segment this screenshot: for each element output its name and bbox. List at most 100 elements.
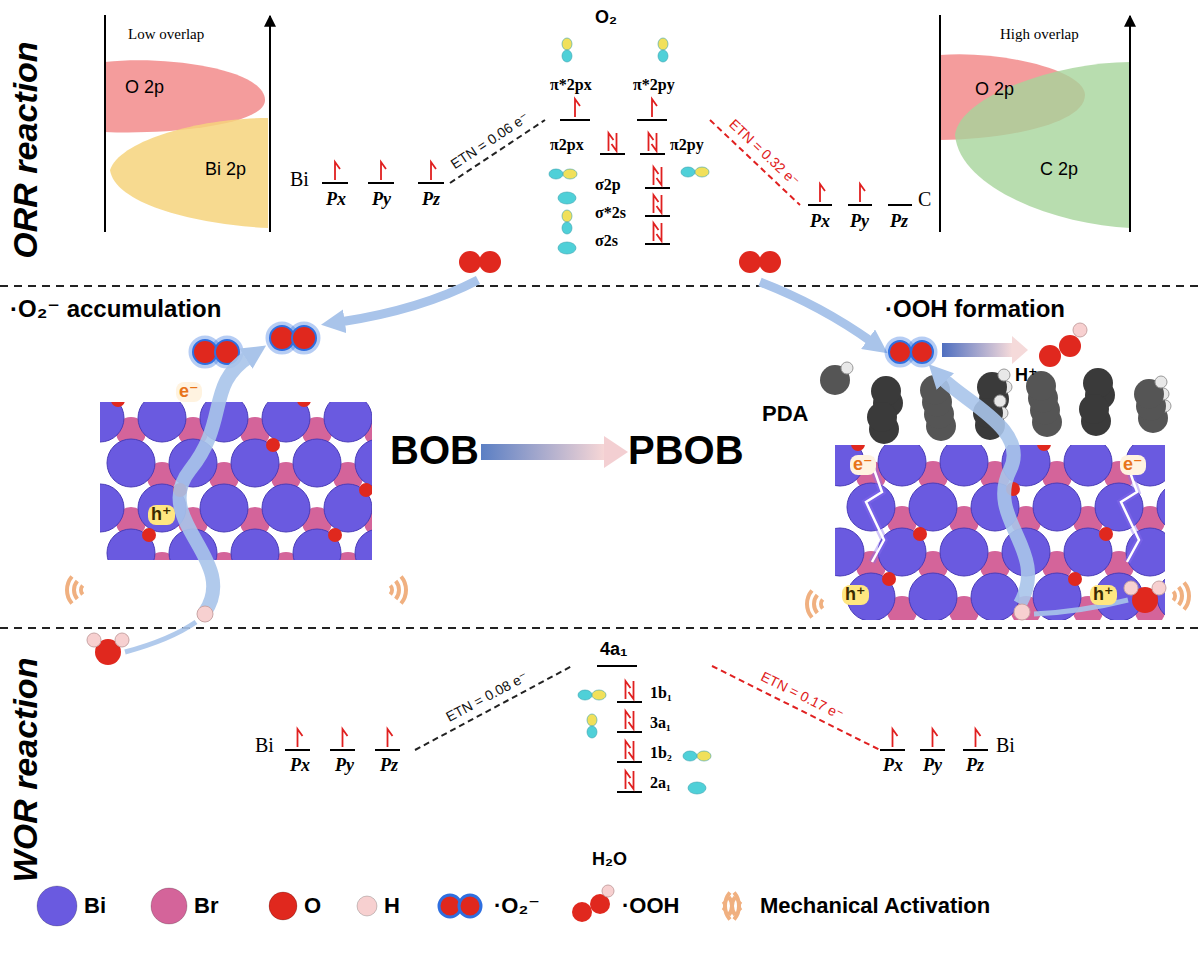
- energy-level: [637, 119, 667, 121]
- orbital-lobe: [587, 714, 597, 726]
- electron-spin: [343, 729, 348, 747]
- electron-spin: [654, 195, 659, 213]
- legend-item: Mechanical Activation: [710, 884, 990, 928]
- electron-spin: [654, 167, 659, 185]
- ooh-formation-arrow: [1073, 323, 1087, 337]
- electron-spin: [626, 741, 631, 759]
- electron-spin: [335, 162, 340, 180]
- charge-carrier: h⁺: [148, 505, 175, 525]
- charge-migration-arrow: [125, 356, 1128, 652]
- orbital-label: Px: [810, 212, 830, 232]
- edge-label: ETN = 0.06 e⁻: [446, 108, 535, 174]
- connector: [712, 666, 880, 750]
- electron-spin: [657, 167, 662, 185]
- energy-level: [617, 701, 642, 703]
- energy-level: [617, 761, 642, 763]
- orbital-lobe: [558, 192, 576, 204]
- bi-atom: [262, 484, 310, 532]
- section-divider: [0, 286, 1200, 628]
- electron-spin: [629, 741, 634, 759]
- electron-spin: [626, 681, 631, 699]
- orbital-label: Px: [326, 190, 346, 210]
- section-title: ORR reaction: [7, 41, 44, 258]
- energy-level: [322, 182, 348, 184]
- section-divider: [0, 627, 1200, 629]
- overlap-chart-high: [1129, 16, 1131, 232]
- legend-swatch: [357, 896, 377, 916]
- transfer-arrow: [760, 282, 872, 342]
- activation-arc: [732, 897, 735, 915]
- activation-arc: [814, 595, 817, 613]
- bi-atom: [293, 529, 341, 560]
- bi-atom: [835, 528, 864, 576]
- orbital-label: π2py: [670, 136, 704, 154]
- orbital-lobe: [578, 690, 592, 700]
- superoxide-radical: [193, 340, 217, 364]
- orbital-label: Bi: [996, 734, 1015, 756]
- bi-atom: [100, 402, 124, 442]
- activation-arc: [396, 581, 399, 599]
- orbital-label: Bi: [290, 168, 309, 190]
- orbital-label: Py: [923, 756, 942, 776]
- pda-carbon: [1079, 394, 1109, 424]
- overlap-chart-low: [105, 15, 270, 232]
- water-molecule: [1014, 604, 1030, 620]
- orbital-lobe: [562, 210, 572, 222]
- activation-arc: [725, 892, 730, 919]
- orbital-set: PxPyPzC: [800, 180, 933, 235]
- superoxide-radical: [889, 341, 911, 363]
- activation-arc: [401, 576, 406, 603]
- energy-level: [368, 182, 394, 184]
- electron-spin: [657, 195, 662, 213]
- edge-label: ETN = 0.32 e⁻: [724, 114, 805, 191]
- energy-level: [880, 749, 905, 751]
- ooh-sample: [572, 902, 592, 922]
- bioibr-slab: [100, 402, 372, 560]
- overlap-chart-high: [955, 62, 1130, 228]
- orbital-set: BiPxPyPz: [290, 150, 450, 212]
- orbital-label: H₂O: [592, 850, 627, 870]
- legend-swatch: [269, 892, 297, 920]
- energy-level: [963, 749, 988, 751]
- activation-arc: [81, 585, 83, 594]
- electron-spin: [976, 729, 981, 747]
- legend-sample: [710, 884, 754, 928]
- electron-spin: [575, 99, 580, 117]
- energy-level: [418, 182, 444, 184]
- material-label: BOB: [390, 428, 481, 476]
- legend-item: O: [268, 884, 321, 928]
- bi-atom: [1064, 445, 1112, 486]
- orbital-label: Py: [372, 190, 391, 210]
- bi-atom: [324, 484, 372, 532]
- orbital-label: π*2py: [633, 76, 675, 94]
- annotation: PDA: [762, 402, 808, 426]
- ooh-sample: [602, 885, 614, 897]
- bi-atom: [200, 484, 248, 532]
- mechanical-activation: [67, 576, 1189, 617]
- ooh-formation-arrow: [942, 323, 1087, 367]
- bi-atom: [1033, 483, 1081, 531]
- o-atom: [851, 445, 865, 451]
- charge-migration-arrow: [125, 622, 196, 652]
- legend-item: ·O₂⁻: [432, 884, 540, 928]
- orbital-label: π*2px: [550, 76, 592, 94]
- annotation: High overlap: [1000, 26, 1079, 43]
- annotation: O 2p: [125, 78, 164, 98]
- oxygen-molecule: [479, 251, 501, 273]
- orbital-label: σ*2s: [595, 204, 626, 222]
- bi-atom: [1157, 573, 1165, 620]
- pda-carbon: [1083, 368, 1113, 398]
- legend-item: Bi: [36, 884, 106, 928]
- activation-arc: [74, 581, 77, 599]
- connector: [710, 120, 800, 205]
- orbital-label: Pz: [966, 756, 984, 776]
- superoxide-radical: [911, 341, 933, 363]
- legend-swatch: [151, 888, 187, 924]
- water-molecule: [87, 581, 1166, 665]
- pda-hydrogen: [994, 395, 1006, 407]
- orbital-set: BiPxPyPz: [255, 718, 415, 778]
- molecular-orbital-diagram: 4a₁1b₁3a₁1b₂2a₁H₂O: [572, 640, 712, 875]
- legend-item: H: [356, 884, 400, 928]
- annotation: Bi 2p: [205, 160, 246, 180]
